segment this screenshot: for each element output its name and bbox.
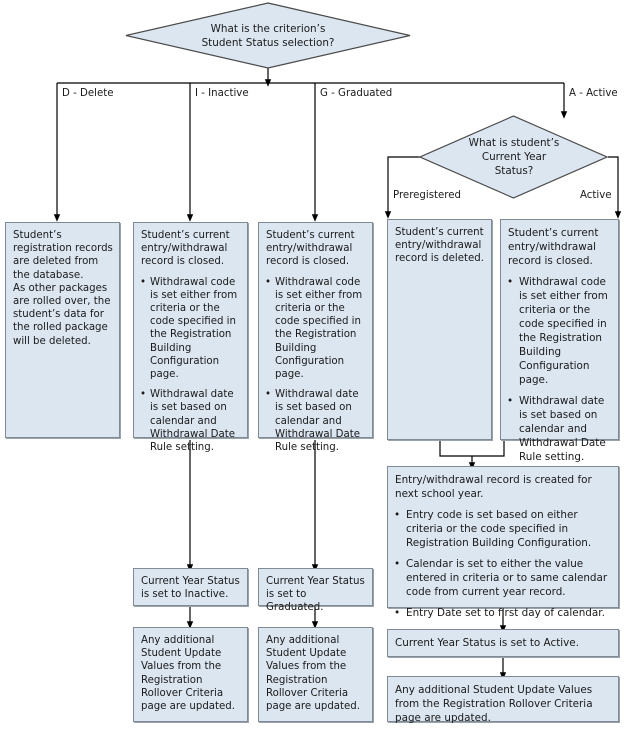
node-update-active-text: Any additional Student Update Values fro… [395, 684, 593, 724]
decision-line-1: What is the criterion’s [210, 22, 326, 35]
list-item: Withdrawal code is set either from crite… [507, 275, 614, 387]
node-update-values-inactive[interactable]: Any additional Student Update Values fro… [133, 627, 248, 722]
node-update-values-active[interactable]: Any additional Student Update Values fro… [387, 676, 619, 724]
branch-label-graduated: G - Graduated [320, 88, 393, 99]
cy-decision-line-2: Current Year [481, 151, 547, 163]
list-item: Calendar is set to either the value ente… [394, 557, 614, 599]
diamond-shape-current-year [418, 115, 609, 199]
node-inactive-bullets: Withdrawal code is set either from crite… [134, 276, 247, 455]
list-item: Entry code is set based on either criter… [394, 508, 614, 550]
list-item: Withdrawal code is set either from crite… [265, 276, 368, 382]
branch-label-inactive: I - Inactive [195, 88, 249, 99]
node-graduated-bullets: Withdrawal code is set either from crite… [259, 276, 372, 455]
node-prereg-text: Student’s current entry/withdrawal recor… [395, 227, 484, 265]
node-active-bullets: Withdrawal code is set either from crite… [501, 275, 618, 464]
branch-label-preregistered: Preregistered [393, 190, 461, 201]
diamond-shape [125, 2, 411, 69]
node-delete-records-text: Student’s registration records are delet… [13, 230, 113, 347]
node-inactive-close-record[interactable]: Student’s current entry/withdrawal recor… [133, 222, 248, 453]
node-status-inactive[interactable]: Current Year Status is set to Inactive. [133, 568, 248, 606]
node-update-values-graduated[interactable]: Any additional Student Update Values fro… [258, 627, 373, 722]
node-create-next-year-record[interactable]: Entry/withdrawal record is created for n… [387, 466, 619, 620]
node-status-active-text: Current Year Status is set to Active. [395, 637, 580, 649]
cy-decision-line-3: Status? [494, 165, 534, 177]
list-item: Withdrawal date is set based on calendar… [140, 388, 243, 454]
decision-current-year-label: What is student’s Current Year Status? [419, 115, 609, 199]
node-inactive-intro: Student’s current entry/withdrawal recor… [141, 230, 230, 268]
decision-current-year-status[interactable]: What is student’s Current Year Status? [418, 115, 624, 199]
list-item: Withdrawal date is set based on calendar… [265, 388, 368, 454]
list-item: Entry Date set to first day of calendar. [394, 606, 614, 620]
branch-label-delete: D - Delete [62, 88, 114, 99]
decision-student-status-label: What is the criterion’s Student Status s… [125, 2, 411, 69]
node-graduated-close-record[interactable]: Student’s current entry/withdrawal recor… [258, 222, 373, 453]
node-status-active[interactable]: Current Year Status is set to Active. [387, 629, 619, 657]
node-graduated-intro: Student’s current entry/withdrawal recor… [266, 230, 355, 268]
node-status-graduated-text: Current Year Status is set to Graduated. [266, 576, 365, 614]
node-prereg-delete-record[interactable]: Student’s current entry/withdrawal recor… [387, 219, 492, 440]
node-delete-records[interactable]: Student’s registration records are delet… [5, 222, 120, 438]
decision-line-2: Student Status selection? [201, 36, 335, 49]
branch-label-active: A - Active [569, 88, 618, 99]
node-active-close-record[interactable]: Student’s current entry/withdrawal recor… [500, 219, 619, 463]
decision-student-status[interactable]: What is the criterion’s Student Status s… [125, 2, 411, 69]
node-update-inactive-text: Any additional Student Update Values fro… [141, 635, 235, 713]
node-active-intro: Student’s current entry/withdrawal recor… [508, 227, 599, 267]
node-status-inactive-text: Current Year Status is set to Inactive. [141, 576, 240, 601]
cy-decision-line-1: What is student’s [468, 137, 560, 149]
node-create-intro: Entry/withdrawal record is created for n… [395, 474, 592, 500]
branch-label-active-current-year: Active [580, 190, 612, 201]
list-item: Withdrawal code is set either from crite… [140, 276, 243, 382]
node-create-bullets: Entry code is set based on either criter… [388, 508, 618, 620]
node-status-graduated[interactable]: Current Year Status is set to Graduated. [258, 568, 373, 613]
list-item: Withdrawal date is set based on calendar… [507, 394, 614, 464]
node-update-graduated-text: Any additional Student Update Values fro… [266, 635, 360, 713]
